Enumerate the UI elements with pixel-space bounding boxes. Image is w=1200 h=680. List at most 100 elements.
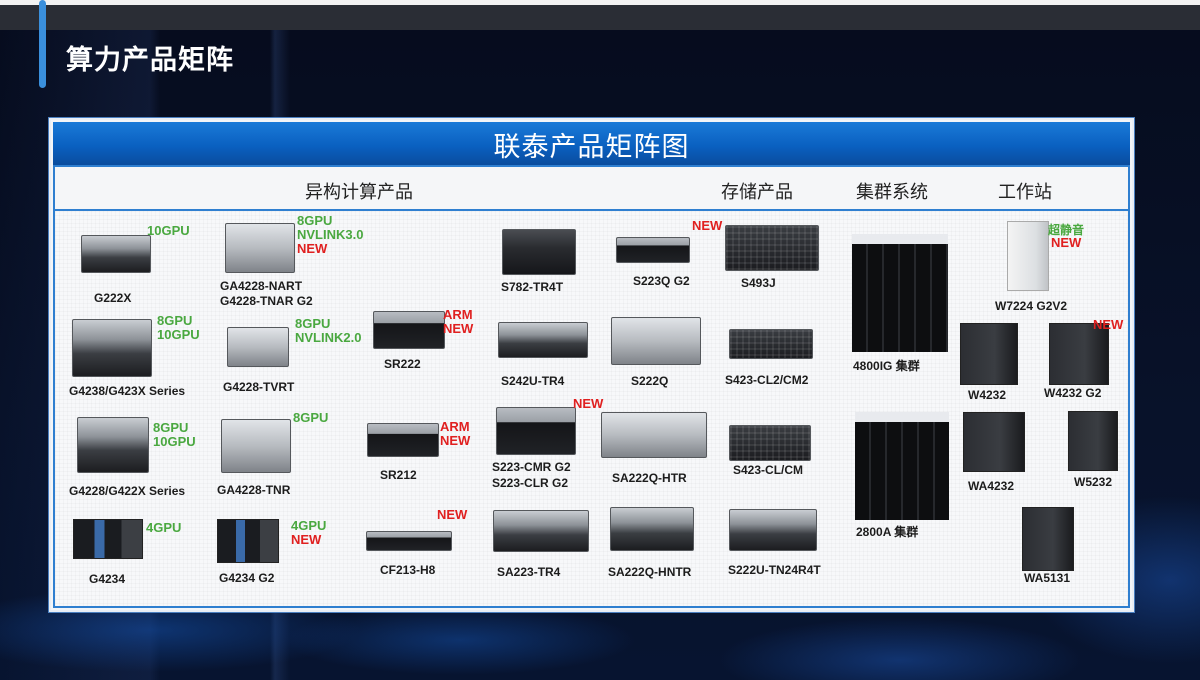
product-image-ga4228-nart <box>225 223 295 273</box>
product-image-s223-cmr-g2 <box>496 407 576 455</box>
product-image-sa222q-htr <box>601 412 707 458</box>
product-name-s423-cl2: S423-CL2/CM2 <box>725 373 809 387</box>
product-image-s423-cl <box>729 425 811 461</box>
product-name-g4228-tnar-g2: G4228-TNAR G2 <box>220 294 313 308</box>
product-name-g4234: G4234 <box>89 572 126 586</box>
product-image-wa5131 <box>1022 507 1074 571</box>
product-image-sa223-tr4 <box>493 510 589 552</box>
category-workstation: 工作站 <box>998 182 1052 203</box>
product-name-4800ig-cluster: 4800IG 集群 <box>853 359 920 373</box>
product-name-g4228-tvrt: G4228-TVRT <box>223 380 295 394</box>
product-name-sr212: SR212 <box>380 468 417 482</box>
tag-tnr-gpu: 8GPU <box>293 410 329 425</box>
product-image-w4232-g2 <box>1049 323 1109 385</box>
tag-g4238-10gpu: 10GPU <box>157 327 200 342</box>
tag-sr222-new: NEW <box>443 321 474 336</box>
product-image-s222q <box>611 317 701 365</box>
tag-s223q-new: NEW <box>692 218 723 233</box>
product-image-w4232 <box>960 323 1018 385</box>
product-name-s222u-tn24r4t: S222U-TN24R4T <box>728 563 821 577</box>
product-name-sa223-tr4: SA223-TR4 <box>497 565 561 579</box>
product-name-w4232-g2: W4232 G2 <box>1044 386 1102 400</box>
product-name-s223-cmr-g2: S223-CMR G2 <box>492 460 571 474</box>
product-name-w4232: W4232 <box>968 388 1007 402</box>
product-name-cf213-h8: CF213-H8 <box>380 563 436 577</box>
matrix-title: 联泰产品矩阵图 <box>493 131 690 163</box>
tag-ga4228-gpu: 8GPU <box>297 213 333 228</box>
product-image-g222x <box>81 235 151 273</box>
product-name-s223q-g2: S223Q G2 <box>633 274 690 288</box>
product-image-s782-tr4t <box>502 229 576 275</box>
tag-s223cmr-new: NEW <box>573 396 604 411</box>
category-row: 异构计算产品 存储产品 集群系统 工作站 <box>55 167 1128 211</box>
tag-g222x-gpu: 10GPU <box>147 223 190 238</box>
product-name-g4228: G4228/G422X Series <box>69 484 186 498</box>
tag-sr212-new: NEW <box>440 433 471 448</box>
product-image-g4238 <box>72 319 152 377</box>
product-image-s493j <box>725 225 819 271</box>
product-image-sa222q-hntr <box>610 507 694 551</box>
product-name-wa5131: WA5131 <box>1024 571 1071 585</box>
product-name-w7224-g2v2: W7224 G2V2 <box>995 299 1068 313</box>
tag-w7224-silent: 超静音 <box>1048 223 1085 237</box>
tag-cf213-new: NEW <box>437 507 468 522</box>
category-heterogeneous: 异构计算产品 <box>305 182 413 203</box>
product-name-2800a-cluster: 2800A 集群 <box>856 525 919 539</box>
product-image-2800a-cluster <box>855 412 949 520</box>
product-image-g4228 <box>77 417 149 473</box>
title-accent-bar <box>39 0 46 88</box>
product-image-s242u-tr4 <box>498 322 588 358</box>
product-image-s423-cl2 <box>729 329 813 359</box>
product-name-ga4228-nart: GA4228-NART <box>220 279 303 293</box>
product-matrix-panel: 联泰产品矩阵图 异构计算产品 存储产品 集群系统 工作站 10GPU G222X… <box>49 118 1134 612</box>
category-storage: 存储产品 <box>721 182 793 203</box>
tag-sr212-arm: ARM <box>440 419 470 434</box>
tag-ga4228-nvlink: NVLINK3.0 <box>297 227 364 242</box>
product-image-w5232 <box>1068 411 1118 471</box>
product-image-ga4228-tnr <box>221 419 291 473</box>
product-name-sa222q-htr: SA222Q-HTR <box>612 471 687 485</box>
top-strip <box>0 5 1200 30</box>
product-image-4800ig-cluster <box>852 234 948 352</box>
product-image-w7224-g2v2 <box>1007 221 1049 291</box>
product-image-s222u-tn24r4t <box>729 509 817 551</box>
product-name-w5232: W5232 <box>1074 475 1113 489</box>
tag-w4232g2-new: NEW <box>1093 317 1124 332</box>
tag-w7224-new: NEW <box>1051 235 1082 250</box>
tag-g4234-gpu: 4GPU <box>146 520 182 535</box>
product-image-wa4232 <box>963 412 1025 472</box>
product-name-g4234-g2: G4234 G2 <box>219 571 275 585</box>
product-image-sr212 <box>367 423 439 457</box>
top-edge <box>0 0 1200 5</box>
product-image-sr222 <box>373 311 445 349</box>
product-name-s782-tr4t: S782-TR4T <box>501 280 564 294</box>
product-name-s222q: S222Q <box>631 374 669 388</box>
tag-g4234g2-new: NEW <box>291 532 322 547</box>
product-image-g4228-tvrt <box>227 327 289 367</box>
matrix-header: 联泰产品矩阵图 <box>53 122 1130 166</box>
product-name-ga4228-tnr: GA4228-TNR <box>217 483 291 497</box>
product-name-sa222q-hntr: SA222Q-HNTR <box>608 565 692 579</box>
tag-g4234g2-gpu: 4GPU <box>291 518 327 533</box>
tag-tvrt-nvlink: NVLINK2.0 <box>295 330 362 345</box>
product-name-s493j: S493J <box>741 276 776 290</box>
product-name-sr222: SR222 <box>384 357 421 371</box>
product-image-g4234-g2 <box>217 519 279 563</box>
tag-ga4228-new: NEW <box>297 241 328 256</box>
product-name-s242u-tr4: S242U-TR4 <box>501 374 565 388</box>
product-name-s423-cl: S423-CL/CM <box>733 463 804 477</box>
product-name-s223-clr-g2: S223-CLR G2 <box>492 476 569 490</box>
product-image-cf213-h8 <box>366 531 452 551</box>
product-name-wa4232: WA4232 <box>968 479 1015 493</box>
slide-title: 算力产品矩阵 <box>66 45 234 76</box>
tag-g4228-10gpu: 10GPU <box>153 434 196 449</box>
tag-g4238-8gpu: 8GPU <box>157 313 193 328</box>
product-name-g222x: G222X <box>94 291 132 305</box>
tag-g4228-8gpu: 8GPU <box>153 420 189 435</box>
tag-sr222-arm: ARM <box>443 307 473 322</box>
product-image-g4234 <box>73 519 143 559</box>
matrix-body: 异构计算产品 存储产品 集群系统 工作站 10GPU G222X 8GPU NV… <box>53 165 1130 608</box>
tag-tvrt-gpu: 8GPU <box>295 316 331 331</box>
product-name-g4238: G4238/G423X Series <box>69 384 186 398</box>
category-cluster: 集群系统 <box>856 182 928 203</box>
